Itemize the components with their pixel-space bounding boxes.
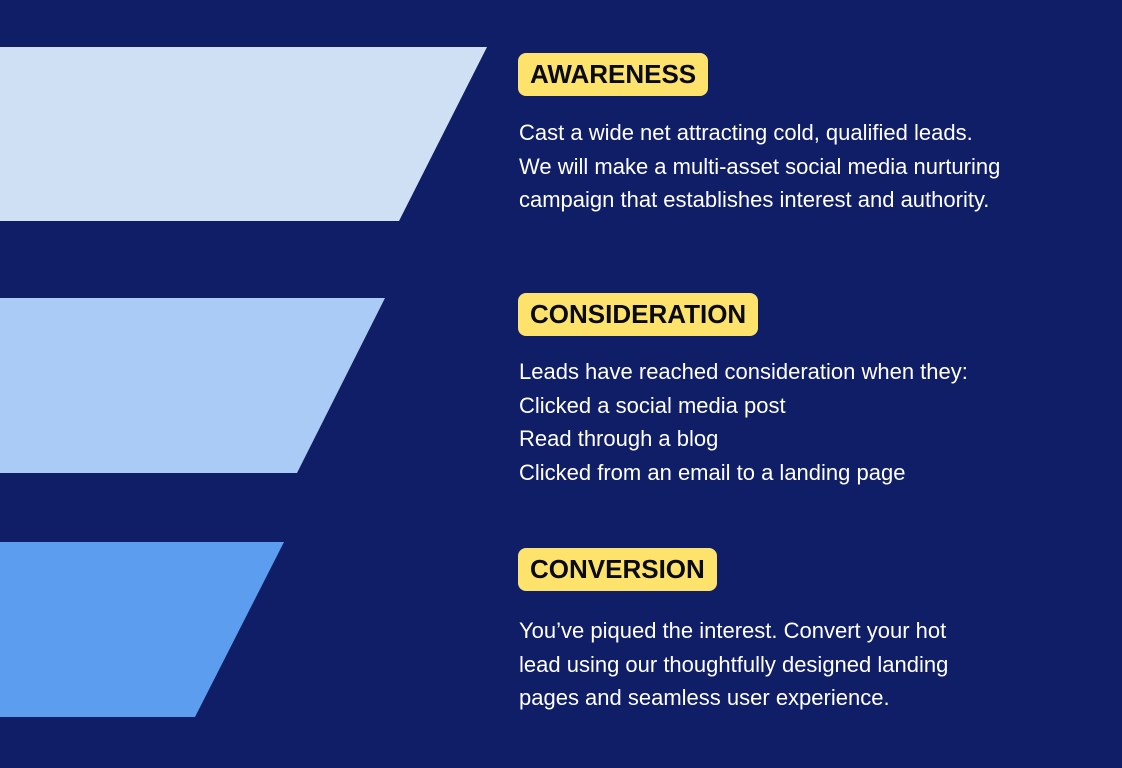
description-line: Cast a wide net attracting cold, qualifi… (519, 120, 973, 145)
awareness-description: Cast a wide net attracting cold, qualifi… (519, 116, 1000, 217)
description-line: lead using our thoughtfully designed lan… (519, 651, 949, 677)
awareness-badge: AWARENESS (518, 53, 709, 96)
description-line: Read through a blog (519, 426, 719, 451)
description-line: pages and seamless user experience. (519, 685, 890, 710)
description-line: campaign that establishes interest and a… (519, 187, 990, 212)
description-line: Leads have reached consideration when th… (519, 359, 968, 384)
conversion-badge: CONVERSION (518, 548, 717, 591)
consideration-band (0, 298, 385, 473)
description-line: Clicked a social media post (519, 392, 786, 418)
conversion-band (0, 542, 284, 717)
awareness-band (0, 47, 487, 221)
consideration-badge: CONSIDERATION (518, 293, 759, 336)
consideration-description: Leads have reached consideration when th… (519, 355, 968, 489)
description-line: Clicked from an email to a landing page (519, 459, 906, 485)
conversion-description: You’ve piqued the interest. Convert your… (519, 614, 948, 715)
description-line: You’ve piqued the interest. Convert your… (519, 618, 947, 643)
description-line: We will make a multi-asset social media … (519, 153, 1001, 179)
